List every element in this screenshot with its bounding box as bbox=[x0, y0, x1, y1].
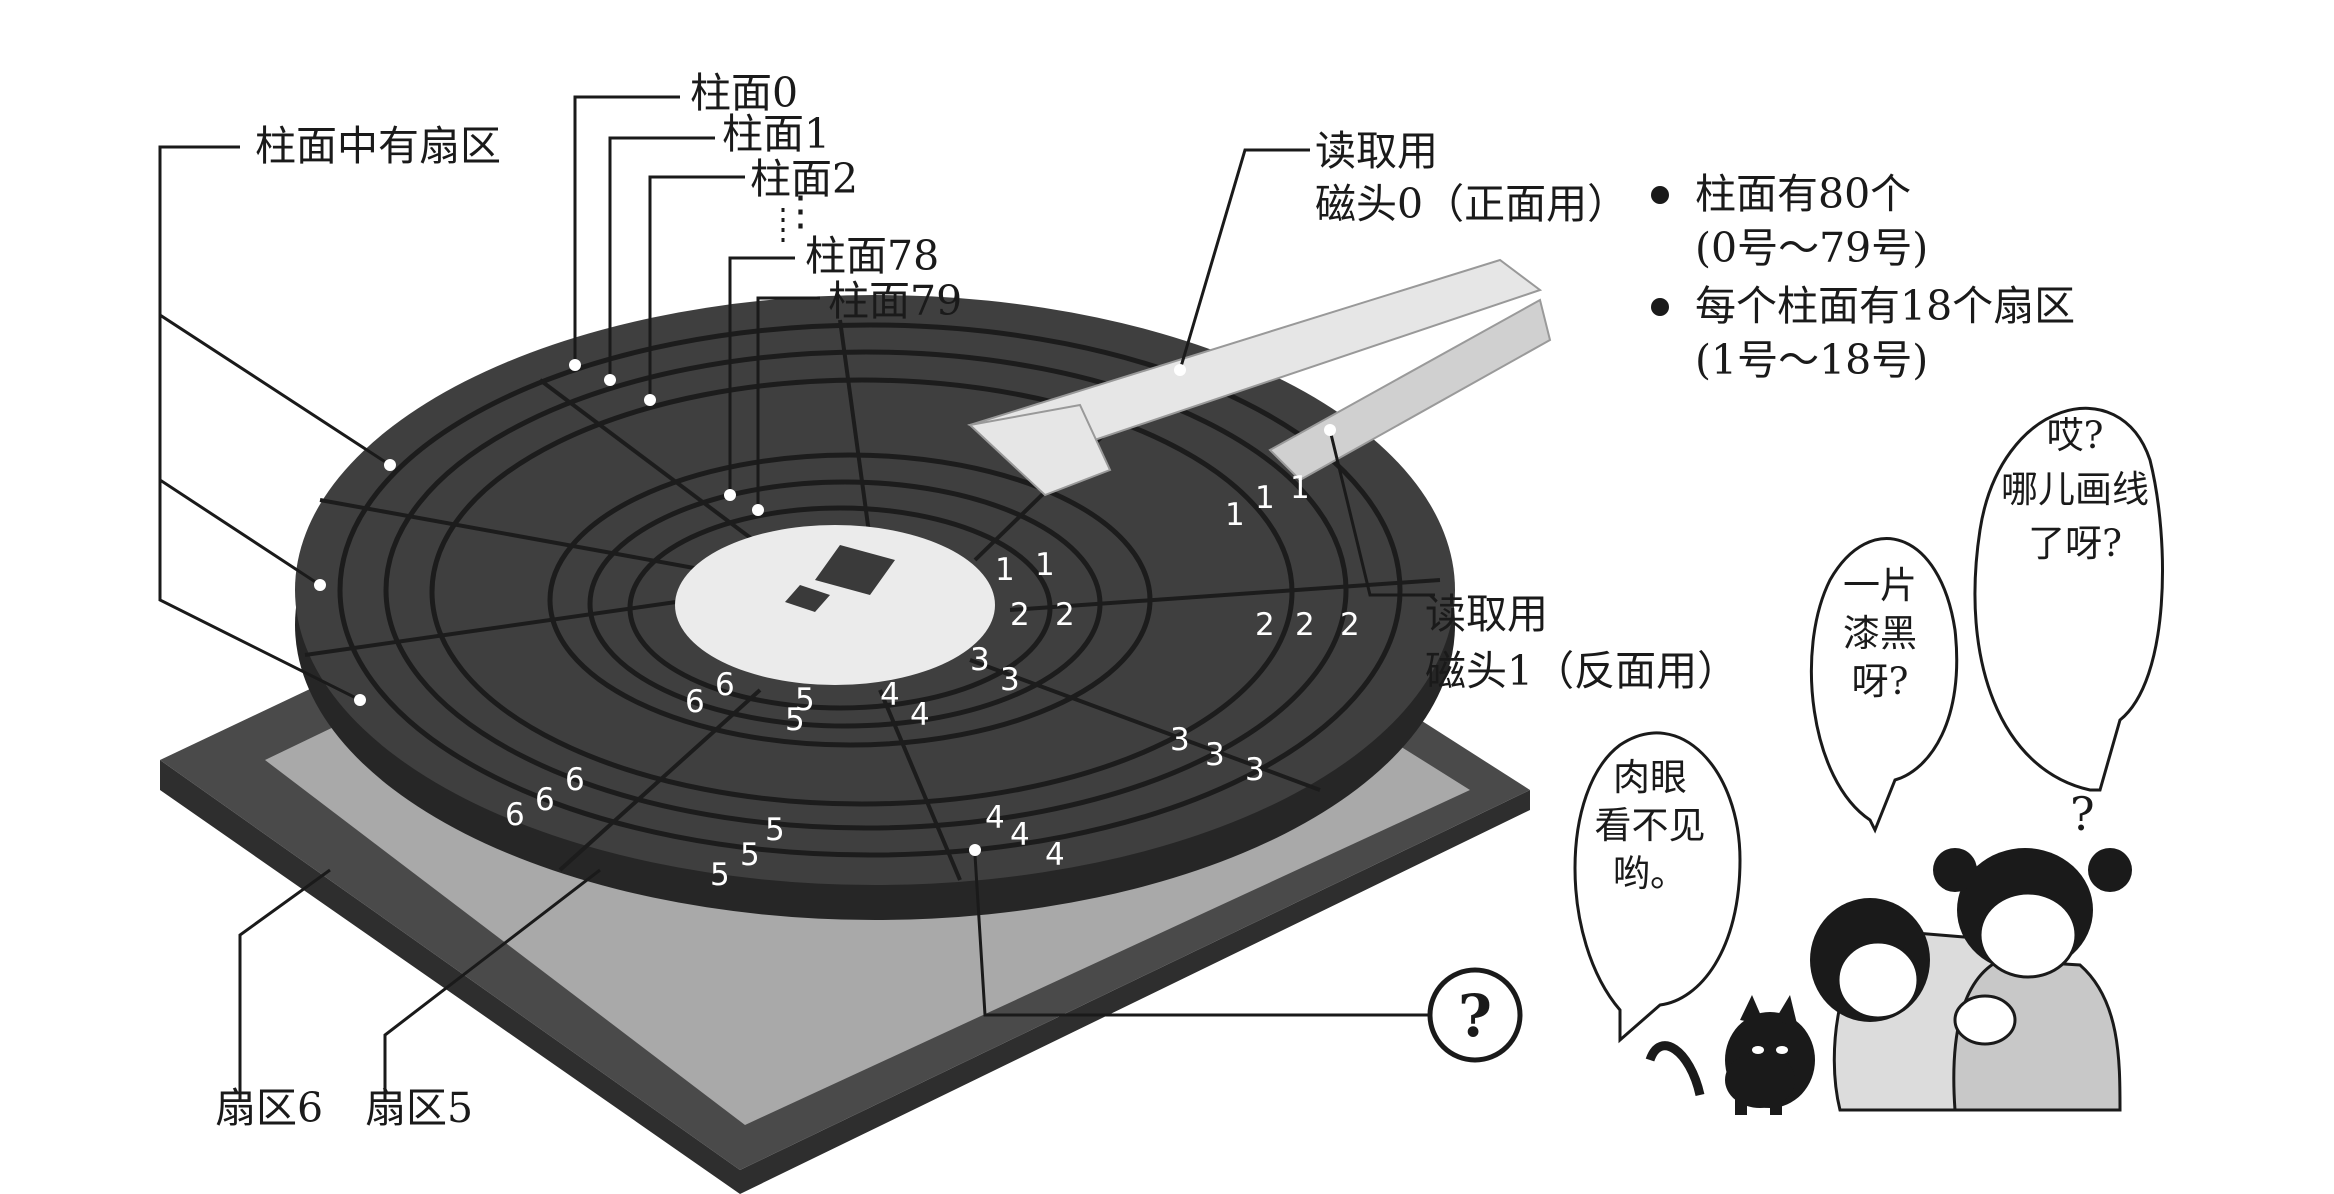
sector-number-label: 2 bbox=[1255, 607, 1275, 643]
sector-number-label: 6 bbox=[565, 762, 585, 798]
read-head-1 bbox=[1268, 298, 1552, 482]
leader-lines bbox=[158, 95, 1435, 1100]
callout-cylinder-79: 柱面79 bbox=[828, 277, 962, 325]
sector-number-label: 6 bbox=[685, 684, 705, 720]
sector-number-label: 1 bbox=[995, 552, 1015, 588]
note-bullet bbox=[1651, 298, 1669, 316]
callout-cylinder-sectors: 柱面中有扇区 bbox=[255, 122, 501, 170]
disk-hub bbox=[675, 525, 995, 685]
question-mark: ? bbox=[1458, 982, 1492, 1050]
note-1-line2: (0号～79号) bbox=[1695, 224, 1928, 272]
callout-sector-6: 扇区6 bbox=[215, 1084, 323, 1132]
disk bbox=[295, 295, 1455, 920]
sector-number-label: 6 bbox=[535, 782, 555, 818]
girls-illustration bbox=[1810, 848, 2132, 1112]
sector-number-label: 6 bbox=[505, 797, 525, 833]
note-1-line1: 柱面有80个 bbox=[1695, 170, 1911, 218]
sector-number-label: 4 bbox=[1010, 817, 1030, 853]
sector-number-label: 3 bbox=[1205, 737, 1225, 773]
callout-head-1-line2: 磁头1（反面用） bbox=[1425, 647, 1738, 695]
sector-number-label: 5 bbox=[785, 702, 805, 738]
callout-cylinder-2: 柱面2 bbox=[750, 155, 858, 203]
sector-number-label: 3 bbox=[970, 642, 990, 678]
callout-cylinder-0: 柱面0 bbox=[690, 69, 798, 117]
sector-number-label: 5 bbox=[710, 857, 730, 893]
cat-illustration bbox=[1645, 995, 1815, 1115]
callouts: 柱面中有扇区 柱面0 柱面1 柱面2 ⋮ 柱面78 柱面79 读取用 磁头0（正… bbox=[215, 69, 1738, 1132]
callout-head-0-line2: 磁头0（正面用） bbox=[1315, 180, 1628, 228]
note-2-line2: (1号～18号) bbox=[1695, 336, 1928, 384]
sector-number-label: 3 bbox=[1170, 722, 1190, 758]
callout-sector-5: 扇区5 bbox=[365, 1084, 473, 1132]
jacket-side bbox=[160, 760, 1530, 1194]
girl1-bubble-line2: 漆黑 bbox=[1843, 612, 1917, 655]
girl1-bubble-line1: 一片 bbox=[1843, 564, 1917, 607]
hub-hole-small bbox=[785, 585, 830, 612]
leader-dots bbox=[314, 359, 1336, 856]
sector-number-label: 4 bbox=[910, 697, 930, 733]
sector-number-label: 1 bbox=[1035, 547, 1055, 583]
callout-head-1-line1: 读取用 bbox=[1425, 590, 1548, 638]
girl2-bubble-line2: 哪儿画线 bbox=[2001, 468, 2149, 511]
girl2-bubble-line3: 了呀? bbox=[2028, 522, 2122, 565]
question-badge: ? bbox=[1427, 967, 1523, 1063]
callout-ellipsis: ⋮ bbox=[780, 187, 821, 235]
head1-arm bbox=[1268, 298, 1552, 482]
callout-cylinder-78: 柱面78 bbox=[805, 232, 939, 280]
sector-number-label: 6 bbox=[715, 667, 735, 703]
callout-cylinder-1: 柱面1 bbox=[722, 110, 830, 158]
girl1-bubble-line3: 呀? bbox=[1852, 660, 1909, 703]
sector-number-label: 3 bbox=[1245, 752, 1265, 788]
sector-number-label: 5 bbox=[740, 837, 760, 873]
sector-number-label: 1 bbox=[1255, 480, 1275, 516]
sector-number-label: 4 bbox=[985, 800, 1005, 836]
note-2-line1: 每个柱面有18个扇区 bbox=[1695, 282, 2075, 330]
sector-number-label: 1 bbox=[1290, 470, 1310, 506]
sector-number-label: 5 bbox=[795, 682, 815, 718]
callout-head-0-line1: 读取用 bbox=[1315, 127, 1438, 175]
sector-number-label: 1 bbox=[1225, 497, 1245, 533]
read-head-0 bbox=[966, 258, 1543, 497]
note-bullet bbox=[1651, 186, 1669, 204]
girl2-bubble-line1: 哎? bbox=[2047, 414, 2104, 457]
cat-bubble-line1: 肉眼 bbox=[1613, 756, 1687, 799]
notes: 柱面有80个 (0号～79号) 每个柱面有18个扇区 (1号～18号) bbox=[1651, 170, 2075, 384]
sector-number-label: 2 bbox=[1295, 607, 1315, 643]
sector-number-label: 4 bbox=[880, 677, 900, 713]
sector-number-label: 2 bbox=[1055, 597, 1075, 633]
sector-number-label: 2 bbox=[1340, 607, 1360, 643]
sector-number-label: 3 bbox=[1000, 662, 1020, 698]
speech-bubble-girl2: 哎? 哪儿画线 了呀? bbox=[1973, 406, 2164, 792]
sector-number-label: 2 bbox=[1010, 597, 1030, 633]
speech-bubble-girl1: 一片 漆黑 呀? bbox=[1809, 537, 1959, 834]
hub-hole-large bbox=[815, 545, 895, 595]
speech-bubble-cat: 肉眼 看不见 哟。 bbox=[1573, 731, 1742, 1044]
sector-number-label: 4 bbox=[1045, 837, 1065, 873]
cat-bubble-line2: 看不见 bbox=[1595, 804, 1706, 847]
sector-number-label: 5 bbox=[765, 812, 785, 848]
cat-bubble-line3: 哟。 bbox=[1613, 852, 1687, 895]
head0-tip bbox=[967, 403, 1112, 497]
small-question-mark: ? bbox=[2070, 787, 2095, 841]
